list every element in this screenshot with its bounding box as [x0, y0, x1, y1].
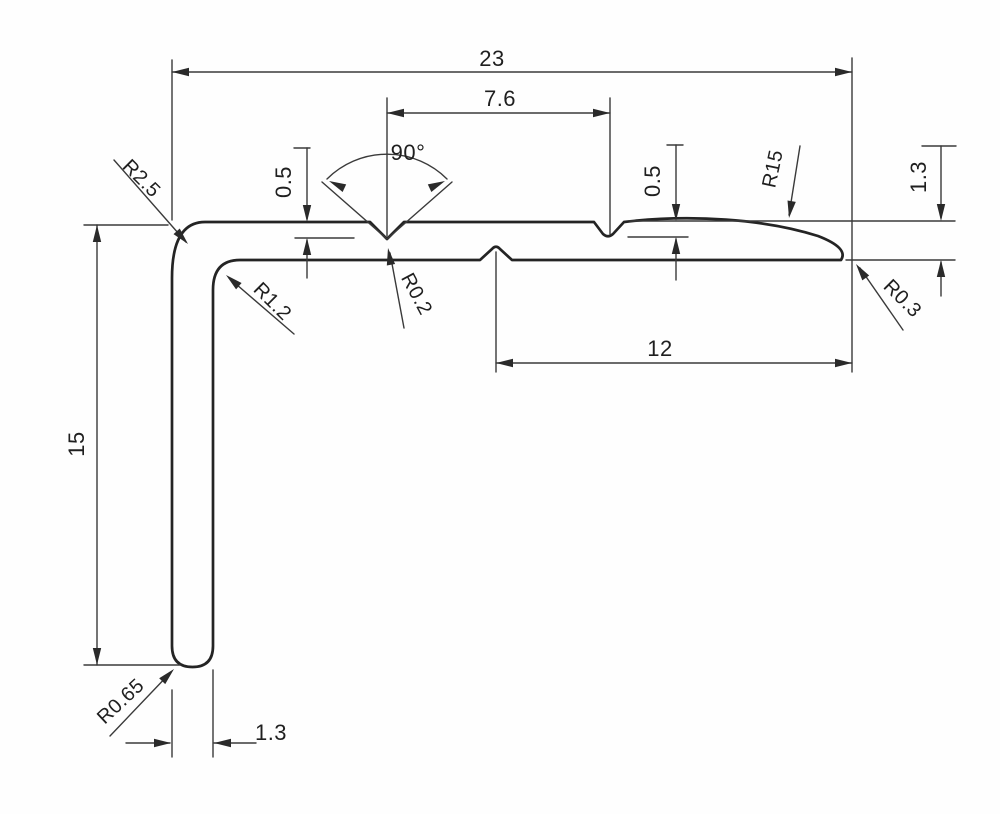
dim-label-right-1-3: 1.3: [906, 161, 931, 193]
dim-label-right-0-5: 0.5: [640, 165, 665, 197]
angle-leg: [386, 181, 453, 240]
dim-right-notch-depth: 0.5: [627, 144, 689, 281]
arrowhead-icon: [214, 738, 231, 748]
dim-label-bottom-1-3: 1.3: [255, 720, 287, 745]
profile-shape: [170, 216, 844, 669]
angle-leg: [321, 181, 388, 240]
dim-label-left-0-5: 0.5: [271, 166, 296, 198]
arrowhead-icon: [496, 358, 513, 368]
dim-leg-thickness: 1.3: [125, 669, 287, 758]
dim-overall-width: 23: [171, 46, 853, 373]
dim-label-7-6: 7.6: [484, 86, 516, 111]
arrowhead-icon: [835, 67, 852, 77]
arrowhead-icon: [593, 108, 610, 118]
leader-line: [389, 252, 405, 329]
arrowhead-icon: [154, 738, 171, 748]
arrowhead-icon: [936, 260, 946, 277]
dim-right-thickness: 1.3: [629, 145, 957, 297]
radius-r1-2: R1.2: [223, 271, 296, 335]
leader-line: [859, 267, 904, 331]
radius-label-r2-5: R2.5: [118, 155, 165, 202]
dim-label-90deg: 90°: [391, 140, 426, 165]
radius-r2-5: R2.5: [113, 155, 192, 247]
arrowhead-icon: [387, 108, 404, 118]
radius-r15: R15: [758, 145, 801, 219]
leader-line: [109, 671, 172, 737]
dim-notch-spacing: 7.6: [386, 86, 611, 237]
leader-line: [113, 159, 187, 243]
dim-left-notch-depth: 0.5: [271, 147, 355, 279]
arrowhead-icon: [92, 648, 102, 665]
leader-line: [228, 277, 295, 335]
arrowhead-icon: [172, 67, 189, 77]
radius-r0-3: R0.3: [852, 261, 926, 331]
radius-label-r0-2: R0.2: [396, 269, 436, 318]
dim-label-12: 12: [647, 336, 672, 361]
radius-label-r0-65: R0.65: [93, 675, 149, 729]
arrowhead-icon: [92, 225, 102, 242]
radius-label-r0-3: R0.3: [879, 275, 926, 322]
dim-leg-height: 15: [64, 224, 181, 666]
radius-r0-65: R0.65: [93, 666, 178, 737]
l-profile-outline: [170, 216, 844, 669]
arrowhead-icon: [302, 205, 312, 222]
arrowhead-icon: [784, 200, 796, 219]
dim-notch-angle: 90°: [321, 140, 453, 240]
dim-label-15: 15: [64, 431, 89, 456]
dim-flat-length: 12: [495, 251, 853, 373]
dim-label-23: 23: [479, 46, 504, 71]
angle-arc: [326, 153, 448, 180]
arrowhead-icon: [835, 358, 852, 368]
radius-label-r15: R15: [758, 148, 787, 190]
arrowhead-icon: [936, 204, 946, 221]
